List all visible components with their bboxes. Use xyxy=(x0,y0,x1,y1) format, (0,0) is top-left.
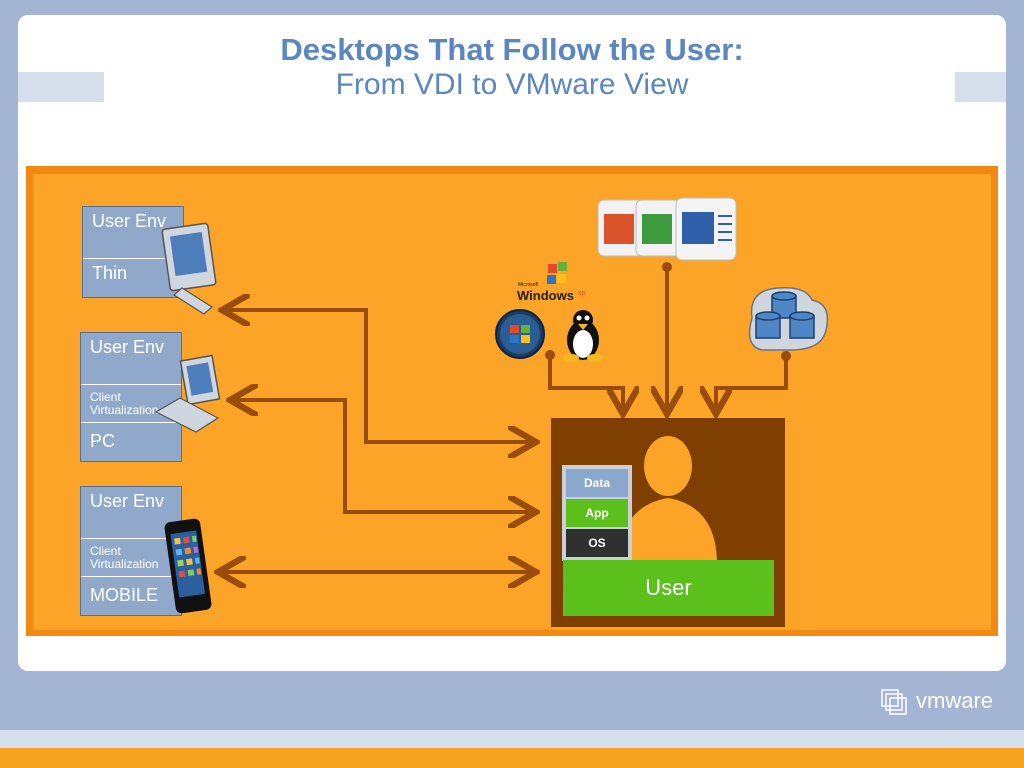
mobile-phone-icon xyxy=(164,518,212,614)
client-virtualization-cell: Client Virtualization xyxy=(81,385,181,423)
linux-penguin-icon xyxy=(563,310,603,362)
user-silhouette-icon xyxy=(619,436,717,560)
user-layers-stack: Data App OS xyxy=(562,465,632,561)
mobile-cell: MOBILE xyxy=(90,585,159,605)
footer-band-orange xyxy=(0,748,1024,768)
user-env-cell: User Env xyxy=(81,487,181,539)
thin-cell: Thin xyxy=(92,263,128,283)
office-word-icon xyxy=(675,197,737,261)
windows-xp-text: Windows xyxy=(517,288,574,303)
footer-band-light xyxy=(0,730,1024,748)
windows-xp-microsoft-text: Microsoft xyxy=(518,282,539,288)
windows-xp-logo-icon xyxy=(547,262,567,284)
user-env-cell: User Env xyxy=(81,333,181,385)
data-layer: Data xyxy=(566,469,628,497)
right-accent-band xyxy=(955,72,1006,102)
windows-xp-suffix: xp xyxy=(578,290,586,297)
page-subtitle: From VDI to VMware View xyxy=(335,68,689,101)
laptop-icon xyxy=(154,354,221,433)
thin-client-monitor-icon xyxy=(161,222,217,315)
left-accent-band xyxy=(18,72,104,102)
mobile-stack: User Env Client Virtualization MOBILE xyxy=(80,486,182,616)
data-arrow xyxy=(716,356,788,410)
vmware-wordmark: vmware xyxy=(916,688,994,713)
app-layer: App xyxy=(566,499,628,527)
pc-arrow xyxy=(234,400,532,512)
thin-client-arrow xyxy=(226,310,532,442)
os-layer: OS xyxy=(566,529,628,557)
os-arrow xyxy=(548,355,623,410)
database-icon xyxy=(748,287,829,351)
user-env-cell: User Env xyxy=(83,207,183,259)
client-virtualization-cell: Client Virtualization xyxy=(81,539,181,577)
windows-vista-orb-icon xyxy=(495,309,545,359)
page-title: Desktops That Follow the User: xyxy=(280,32,744,67)
vmware-logo-icon xyxy=(881,689,907,715)
pc-cell: PC xyxy=(90,431,116,451)
user-label: User xyxy=(563,560,774,616)
pc-stack: User Env Client Virtualization PC xyxy=(80,332,182,462)
